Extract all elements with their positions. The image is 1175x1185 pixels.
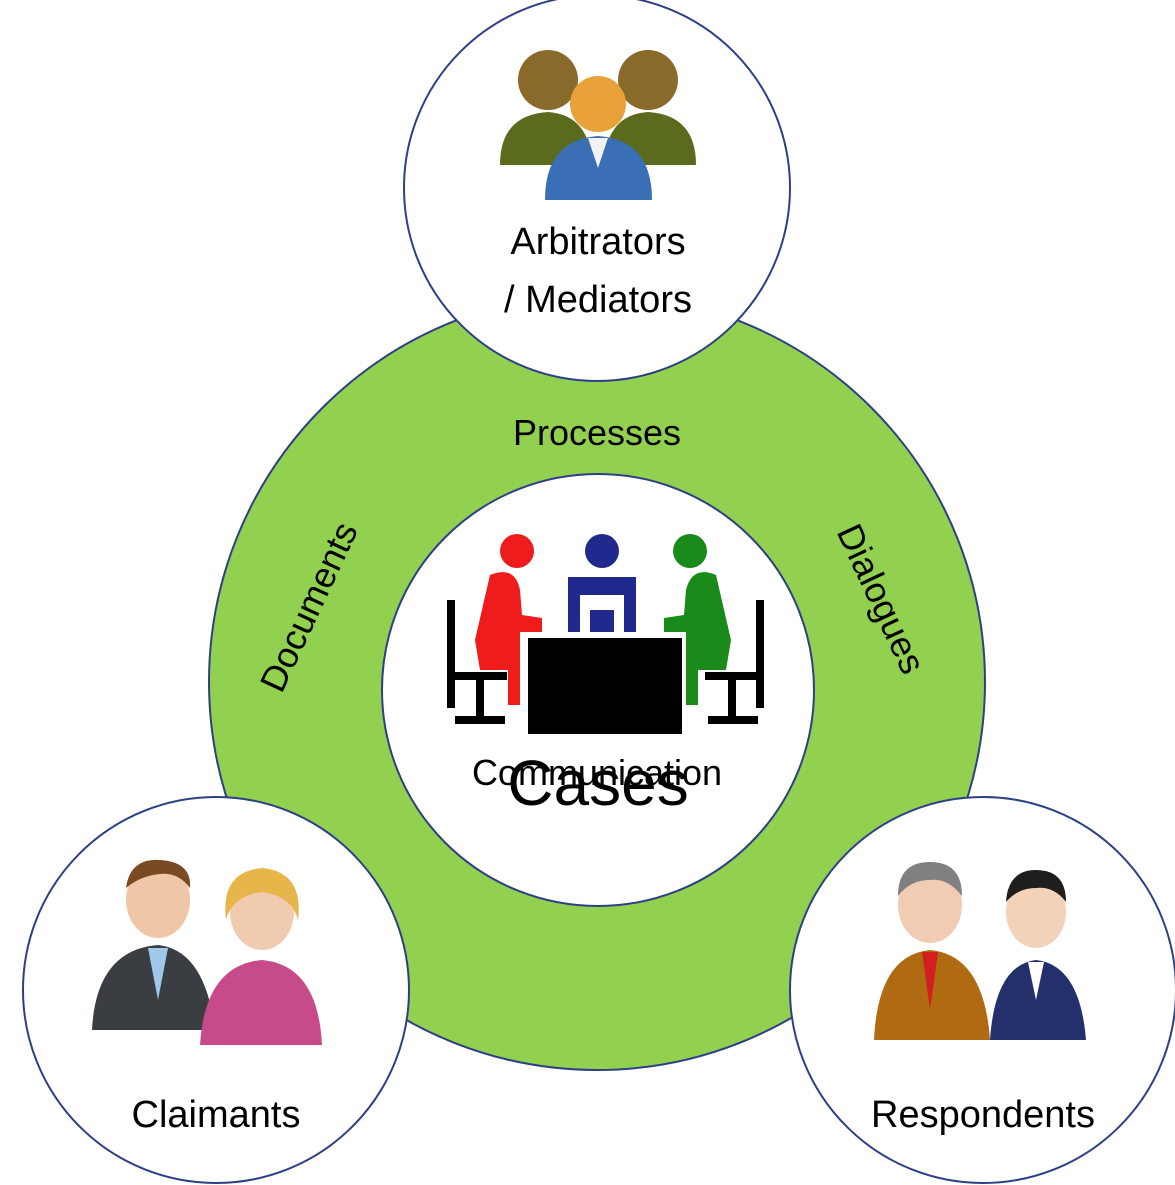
group-users-icon [500,50,696,200]
respondents-label: Respondents [871,1094,1095,1136]
arbitrators-label-line1: Arbitrators [510,221,685,263]
arbitrators-label-line2: / Mediators [504,279,692,321]
center-label: Cases [507,747,688,819]
node-respondents [789,796,1175,1184]
man-and-woman-icon [92,859,322,1045]
two-businessmen-icon [874,862,1086,1040]
ring-label-communication: Communication [472,752,722,793]
claimants-label: Claimants [132,1094,301,1136]
ring-label-processes: Processes [513,412,681,453]
meeting-table-icon [447,534,764,734]
